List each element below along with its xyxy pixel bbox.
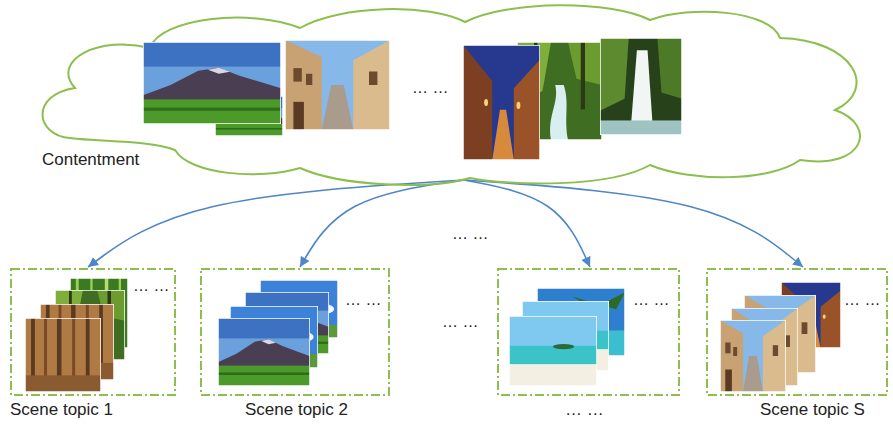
ellipsis-mark: … …: [412, 78, 448, 98]
dashed-frame: [200, 268, 390, 396]
scene-topic-box: … …Scene topic 1: [10, 268, 176, 396]
topic-label: Scene topic 2: [245, 400, 348, 420]
dashed-frame: [497, 268, 680, 396]
dashed-border: [498, 269, 679, 395]
cloud-border: [43, 5, 860, 185]
ellipsis-mark: … …: [440, 312, 480, 332]
scene-topic-box: … …Scene topic S: [706, 268, 888, 396]
scene-topic-box: … …Scene topic 2: [200, 268, 390, 396]
ellipsis-mark: … …: [345, 290, 381, 310]
ellipsis-mark: … …: [633, 290, 669, 310]
branch-arrow: [88, 180, 464, 267]
ellipsis-mark: … …: [844, 290, 880, 310]
scene-topic-box: … …… …: [497, 268, 680, 396]
ellipsis-mark: … …: [133, 276, 169, 296]
ellipsis-mark: … …: [450, 224, 490, 244]
photo-stack: [218, 280, 338, 386]
photo-stack: [25, 278, 128, 392]
dashed-border: [201, 269, 389, 395]
ellipsis-mark: … …: [565, 400, 604, 420]
emotion-cloud: Contentment … …: [0, 0, 893, 182]
emotion-label: Contentment: [42, 150, 139, 170]
photo-stack: [143, 38, 682, 160]
topic-label: Scene topic S: [760, 400, 865, 420]
branch-arrow: [300, 180, 464, 267]
dashed-border: [11, 269, 175, 395]
dashed-frame: [706, 268, 888, 396]
topic-label: Scene topic 1: [10, 400, 113, 420]
dashed-border: [707, 269, 887, 395]
branch-arrow: [464, 180, 803, 267]
photo-stack: [509, 288, 625, 386]
photo-stack: [720, 282, 841, 392]
